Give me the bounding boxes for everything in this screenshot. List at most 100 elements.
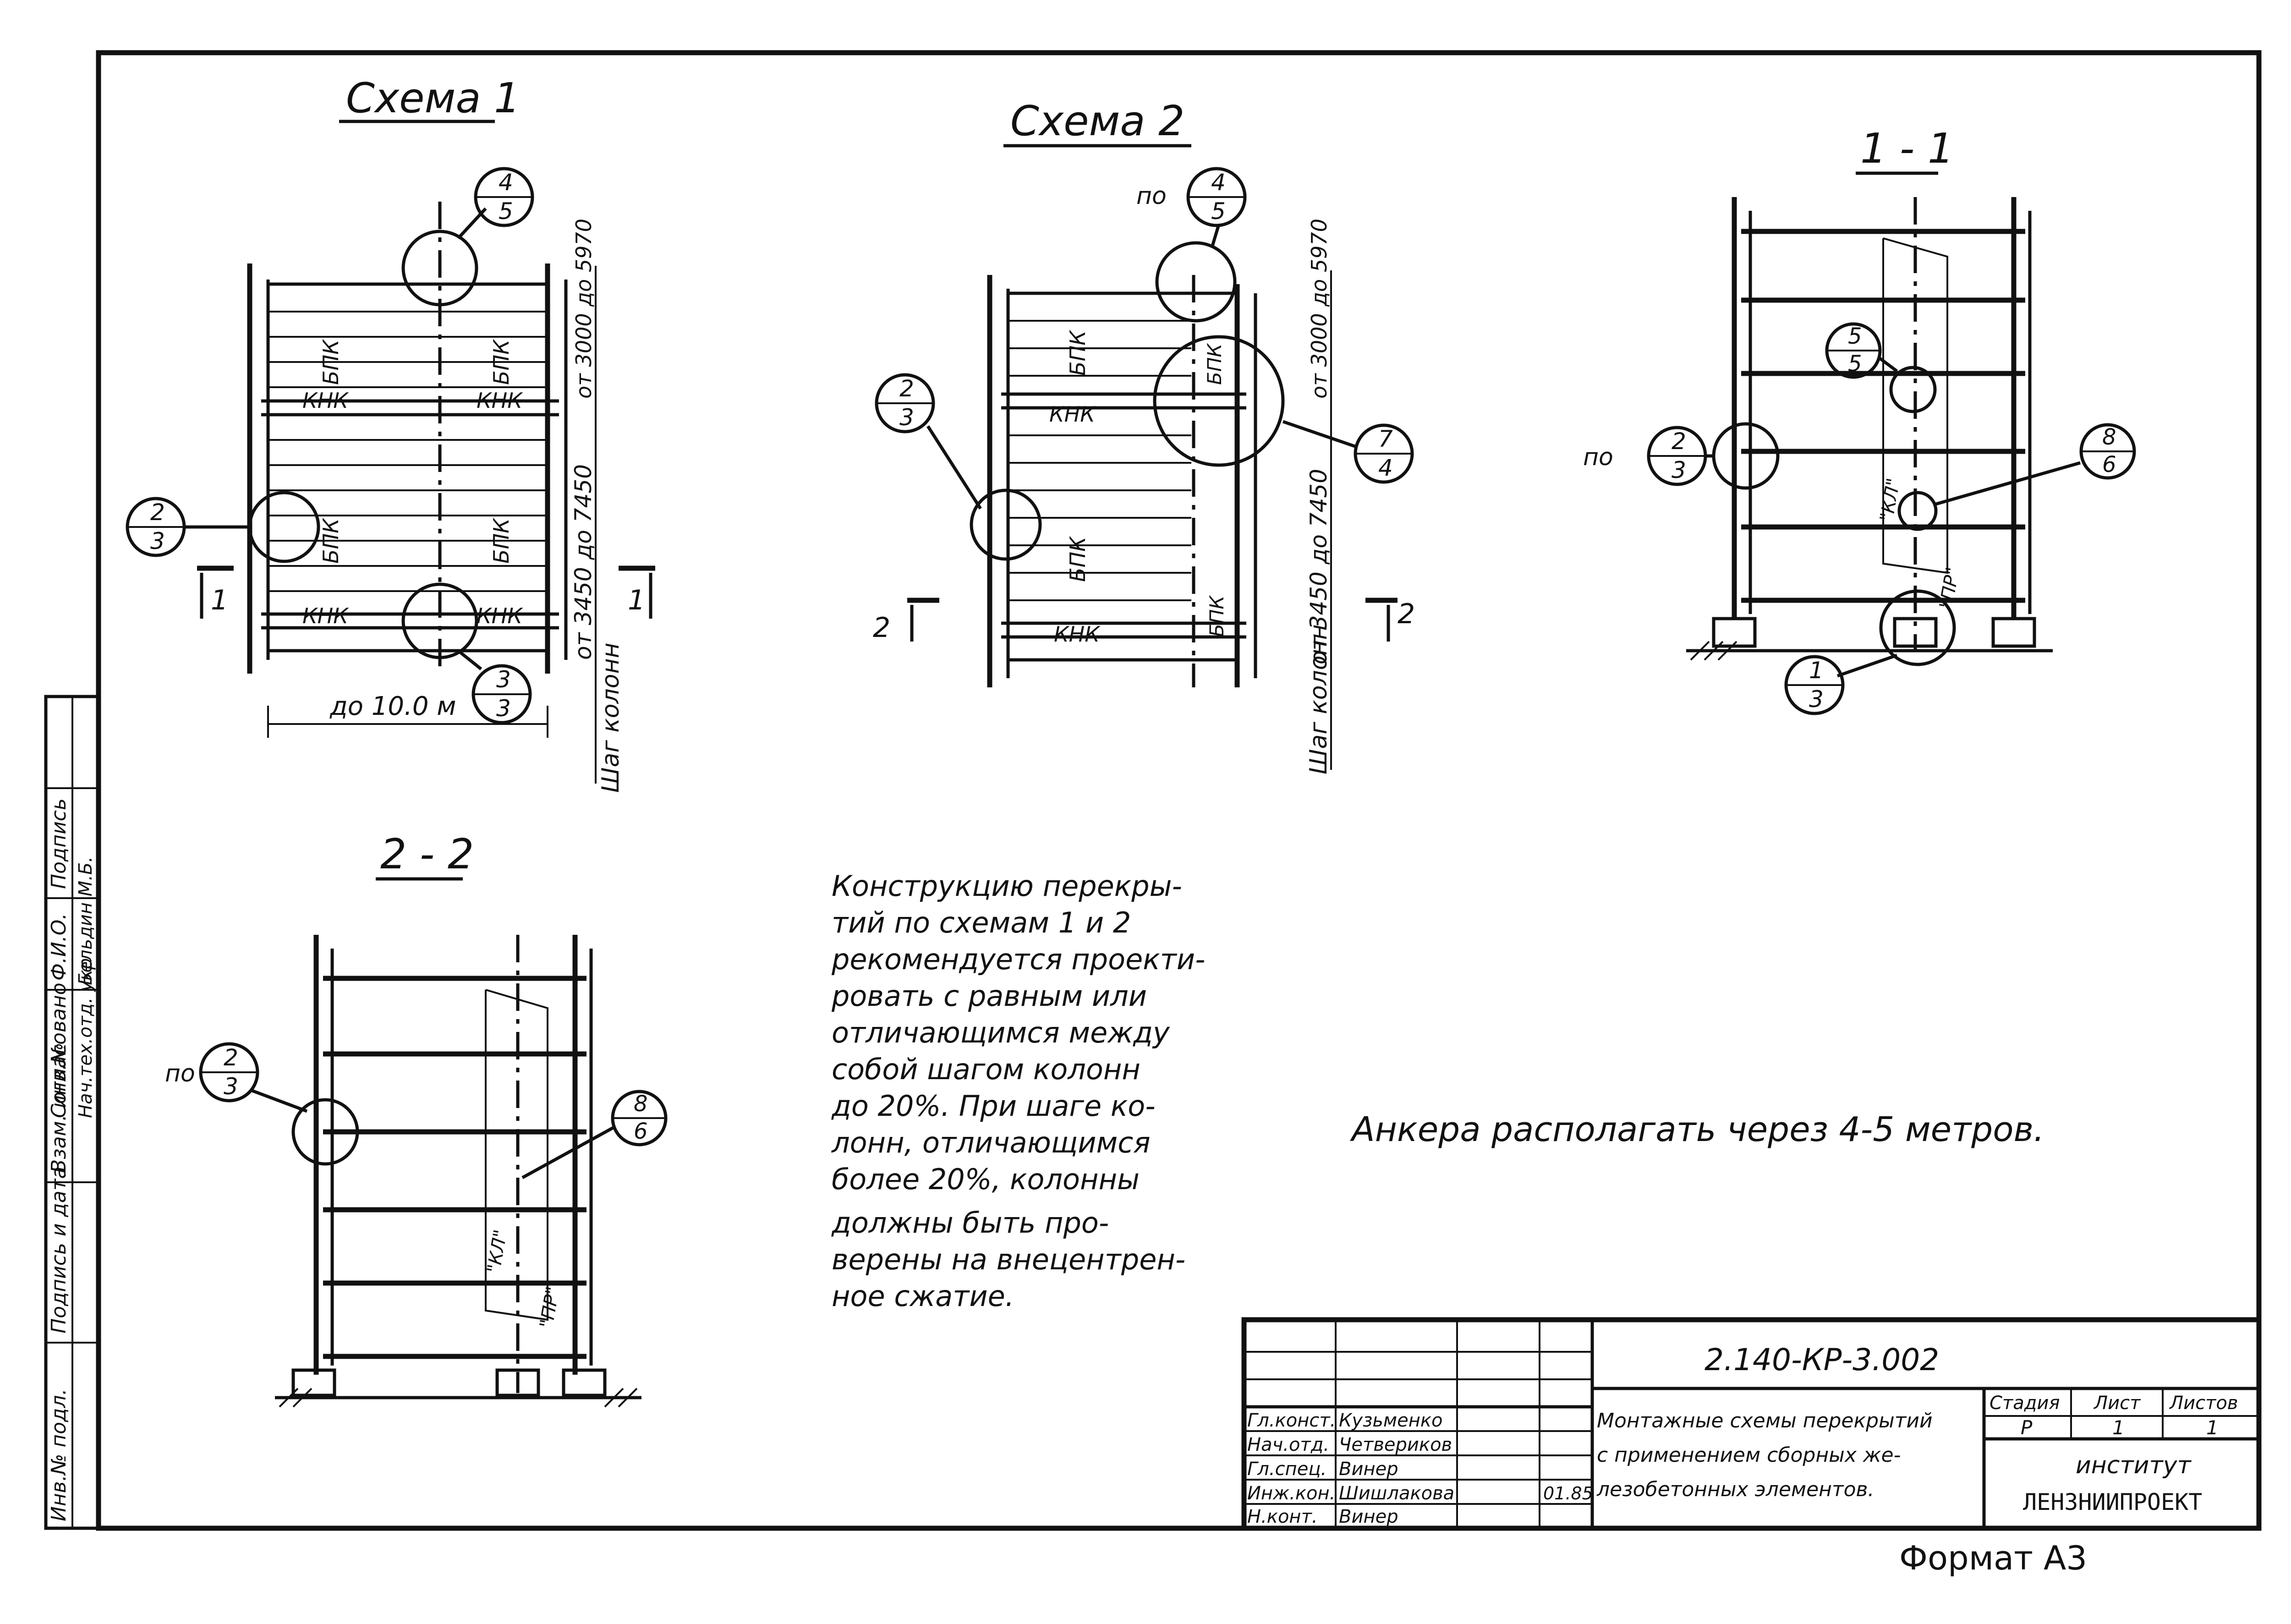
- section-1-1-callout-mid-den: 5: [1848, 351, 1862, 377]
- scheme-1-section-left: 1: [211, 584, 228, 616]
- scheme-1-callout-bottom-num: 3: [496, 666, 511, 693]
- section-1-1-detail-circle-mid: [1889, 366, 1937, 413]
- scheme-1-callout-bottom: [471, 664, 532, 724]
- section-1-1-detail-circle-left: [1712, 422, 1780, 490]
- scheme-2-label-bpk-4: БПК: [1206, 595, 1228, 637]
- tb-sheet-label: Лист: [2093, 1393, 2141, 1414]
- section-2-2-detail-circle-left: [291, 1098, 359, 1166]
- note-line-12: ное сжатие.: [832, 1279, 1014, 1313]
- stamp-signature-label: Подпись: [47, 798, 71, 889]
- scheme-1-callout-top-den: 5: [499, 198, 513, 225]
- scheme-2-section-right: 2: [1398, 598, 1415, 630]
- sheet-border: [96, 50, 2262, 1531]
- scheme-1-label-knk-3: КНК: [302, 604, 349, 628]
- scheme-2-column-range-label: от 3450 до 7450: [1305, 469, 1332, 664]
- section-1-1-callout-left-num: 2: [1672, 428, 1686, 455]
- format-label: Формат А3: [1899, 1539, 2087, 1577]
- scheme-1-detail-circle-left: [248, 491, 320, 563]
- scheme-2-label-knk-1: КНК: [1049, 402, 1096, 427]
- scheme-2-slabs: [1001, 291, 1246, 662]
- scheme-2-callout-right-den: 4: [1378, 455, 1393, 481]
- construction-note: Конструкцию перекры- тий по схемам 1 и 2…: [831, 869, 1205, 1313]
- section-2-2-callout-left-prefix: по: [165, 1060, 195, 1087]
- tb-role-3: Гл.спец.: [1247, 1459, 1326, 1480]
- scheme-1-label-bpk-1: БПК: [318, 339, 343, 385]
- scheme-2-title: Схема 2: [1010, 97, 1184, 145]
- section-1-1-callout-bottom: [1784, 655, 1845, 715]
- note-line-4: ровать с равным или: [831, 979, 1147, 1013]
- scheme-1-label-knk-2: КНК: [477, 388, 523, 413]
- scheme-1-label-knk-4: КНК: [477, 604, 523, 628]
- section-2-2-title: 2 - 2: [380, 830, 474, 878]
- scheme-2-label-knk-2: КНК: [1054, 622, 1101, 647]
- tb-role-1: Гл.конст.: [1247, 1410, 1336, 1431]
- scheme-1-callout-left: [126, 497, 186, 557]
- section-2-2: 2 - 2 "КЛ" "ПР" по 2 3: [165, 830, 668, 1408]
- doc-code: 2.140-КР-3.002: [1705, 1342, 1939, 1377]
- scheme-1-label-bpk-4: БПК: [489, 517, 514, 564]
- scheme-1-column-range-label: от 3450 до 7450: [570, 464, 597, 660]
- tb-description-3: лезобетонных элементов.: [1596, 1478, 1874, 1501]
- scheme-1-callout-left-num: 2: [150, 499, 165, 526]
- stamp-inv-label: Инв.№ подл.: [47, 1388, 71, 1521]
- tb-name-5: Винер: [1339, 1506, 1398, 1527]
- scheme-1-label-bpk-2: БПК: [489, 339, 514, 385]
- scheme-1-height-label: от 3000 до 5970: [571, 219, 596, 399]
- tb-name-4: Шишлакова: [1339, 1483, 1454, 1504]
- note-line-10: должны быть про-: [831, 1206, 1109, 1240]
- scheme-2-callout-left-num: 2: [899, 375, 914, 402]
- section-2-2-tag-pr: "ПР": [536, 1285, 564, 1330]
- tb-stage-label: Стадия: [1990, 1393, 2060, 1414]
- scheme-2-label-bpk-2: БПК: [1203, 343, 1226, 385]
- stamp-dept-label: Нач.тех.отд. укр: [75, 958, 96, 1118]
- scheme-1-callout-left-den: 3: [150, 528, 165, 554]
- scheme-2-callout-top-prefix: по: [1136, 182, 1167, 210]
- tb-name-1: Кузьменко: [1339, 1410, 1442, 1431]
- scheme-2-callout-top-num: 4: [1211, 169, 1226, 196]
- side-stamp: Инв.№ подл. Подпись и дата Взам. инв.№ С…: [44, 695, 100, 1530]
- scheme-2-detail-circle-top: [1155, 241, 1237, 323]
- note-line-3: рекомендуется проекти-: [831, 943, 1205, 976]
- tb-name-2: Четвериков: [1339, 1434, 1452, 1455]
- scheme-1-slabs: [261, 282, 559, 653]
- note-line-7: до 20%. При шаге ко-: [831, 1089, 1156, 1123]
- scheme-2-detail-circle-left: [970, 488, 1042, 561]
- tb-sheets-value: 1: [2206, 1416, 2219, 1439]
- scheme-1-span-label: до 10.0 м: [329, 691, 456, 721]
- tb-stage-value: Р: [2021, 1416, 2033, 1439]
- scheme-2-label-bpk-1: БПК: [1065, 329, 1090, 376]
- section-1-1-callout-left-prefix: по: [1583, 444, 1613, 471]
- scheme-2-callout-left: [875, 373, 935, 433]
- tb-role-5: Н.конт.: [1247, 1506, 1318, 1527]
- scheme-1-callout-top-num: 4: [499, 169, 513, 196]
- scheme-1: Схема 1 БПК БПК КНК: [126, 74, 655, 793]
- section-1-1-callout-left: [1647, 426, 1707, 486]
- note-line-9: более 20%, колонны: [832, 1163, 1140, 1196]
- stamp-person: Бельдин М.Б.: [75, 856, 96, 985]
- note-line-11: верены на внецентрен-: [832, 1243, 1185, 1276]
- stamp-fio-label: Ф.И.О.: [47, 913, 71, 981]
- note-line-1: Конструкцию перекры-: [832, 869, 1182, 903]
- section-2-2-floors: [323, 976, 586, 1359]
- scheme-1-column-step-label: Шаг колонн: [597, 642, 625, 793]
- section-1-1-callout-bottom-den: 3: [1809, 686, 1824, 713]
- section-2-2-callout-left: [199, 1042, 259, 1103]
- section-2-2-callout-right-num: 8: [634, 1091, 648, 1117]
- section-1-1-detail-circle-bottom: [1879, 589, 1956, 666]
- scheme-1-detail-circle-bottom: [401, 582, 478, 659]
- tb-description-1: Монтажные схемы перекрытий: [1597, 1409, 1933, 1432]
- scheme-1-label-knk-1: КНК: [302, 388, 349, 413]
- stamp-replace-label: Взам. инв.№: [47, 1042, 71, 1173]
- scheme-1-title: Схема 1: [346, 74, 520, 122]
- section-1-1-detail-circle-right: [1897, 491, 1938, 531]
- scheme-2: Схема 2 БПК БПК КНК БП: [873, 97, 1415, 774]
- section-2-2-callout-right-den: 6: [634, 1119, 648, 1144]
- note-line-2: тий по схемам 1 и 2: [832, 906, 1131, 939]
- stamp-agreed-label: Согласовано: [47, 982, 71, 1118]
- section-1-1-callout-right-num: 8: [2102, 424, 2116, 450]
- scheme-1-section-right: 1: [628, 584, 645, 616]
- section-1-1-callout-bottom-num: 1: [1809, 657, 1824, 684]
- section-2-2-tag-kl: "КЛ": [483, 1228, 512, 1275]
- tb-sheets-label: Листов: [2169, 1393, 2238, 1414]
